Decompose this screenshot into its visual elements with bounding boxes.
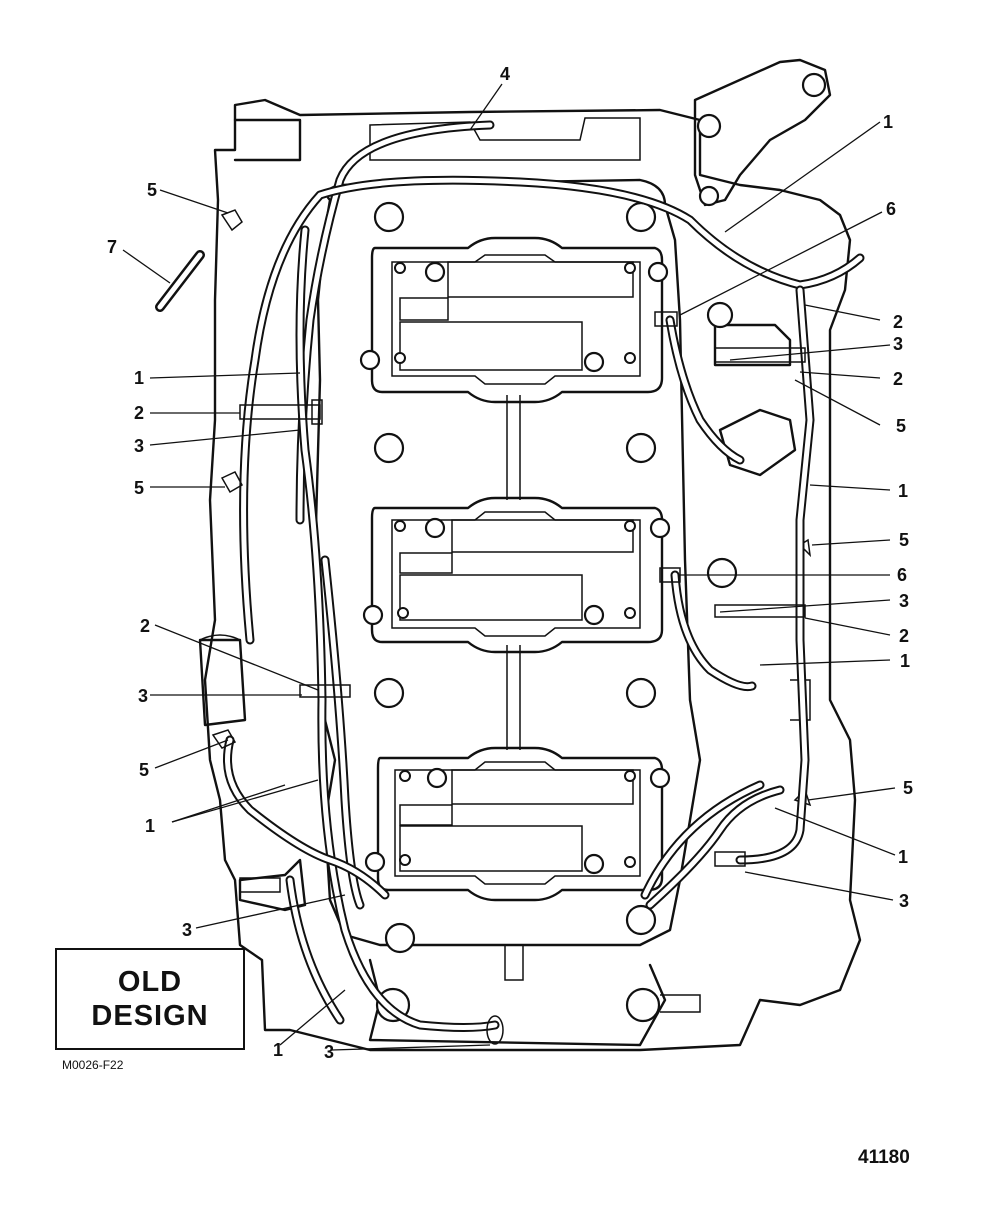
cover-bolts [373,201,657,954]
center-ribs [506,395,521,750]
callout-3-left: 3 [134,436,144,456]
old-design-box: OLD DESIGN [55,948,245,1050]
callout-3-right-low: 3 [899,891,909,911]
callout-4: 4 [500,64,510,84]
old-design-line2: DESIGN [91,1000,209,1032]
reed-cover-bottom [364,746,671,902]
illustration-number: 41180 [858,1147,910,1168]
callout-2-left: 2 [134,403,144,423]
callout-1-right-mid: 1 [898,481,908,501]
bleed-hoses [223,120,865,1032]
callout-2-right-2: 2 [893,369,903,389]
callout-1-left-low: 1 [145,816,155,836]
callout-7: 7 [107,237,117,257]
reed-cover-middle [362,496,671,654]
leader-lines [122,83,896,1051]
callout-6-top: 6 [886,199,896,219]
callout-5-right-low: 5 [903,778,913,798]
callout-1-right-low: 1 [898,847,908,867]
callout-5-left-top: 5 [147,180,157,200]
engine-block-outline [198,58,862,1052]
callout-5-right-mid: 5 [899,530,909,550]
callout-2-left-low: 2 [140,616,150,636]
callout-5-left-low: 5 [139,760,149,780]
callout-2-right-3: 2 [899,626,909,646]
callout-3-left-low: 3 [138,686,148,706]
callout-3-bottom-left: 3 [182,920,192,940]
callout-2-right-1: 2 [893,312,903,332]
callout-1-bottom: 1 [273,1040,283,1060]
callout-labels: 4 1 6 5 7 2 3 2 5 1 2 3 5 1 5 6 3 2 1 2 … [107,64,913,1062]
callout-1-top: 1 [883,112,893,132]
callout-1-left: 1 [134,368,144,388]
callout-1-right-3: 1 [900,651,910,671]
hose-clamps [155,209,806,1045]
callout-3-right-3: 3 [899,591,909,611]
callout-3-bottom: 3 [324,1042,334,1062]
callout-5-right-1: 5 [896,416,906,436]
reed-cover-top [359,236,669,404]
callout-3-right-1: 3 [893,334,903,354]
callout-5-left-mid: 5 [134,478,144,498]
callout-6-mid: 6 [897,565,907,585]
drawing-code: M0026-F22 [62,1058,124,1072]
old-design-line1: OLD [117,966,183,998]
